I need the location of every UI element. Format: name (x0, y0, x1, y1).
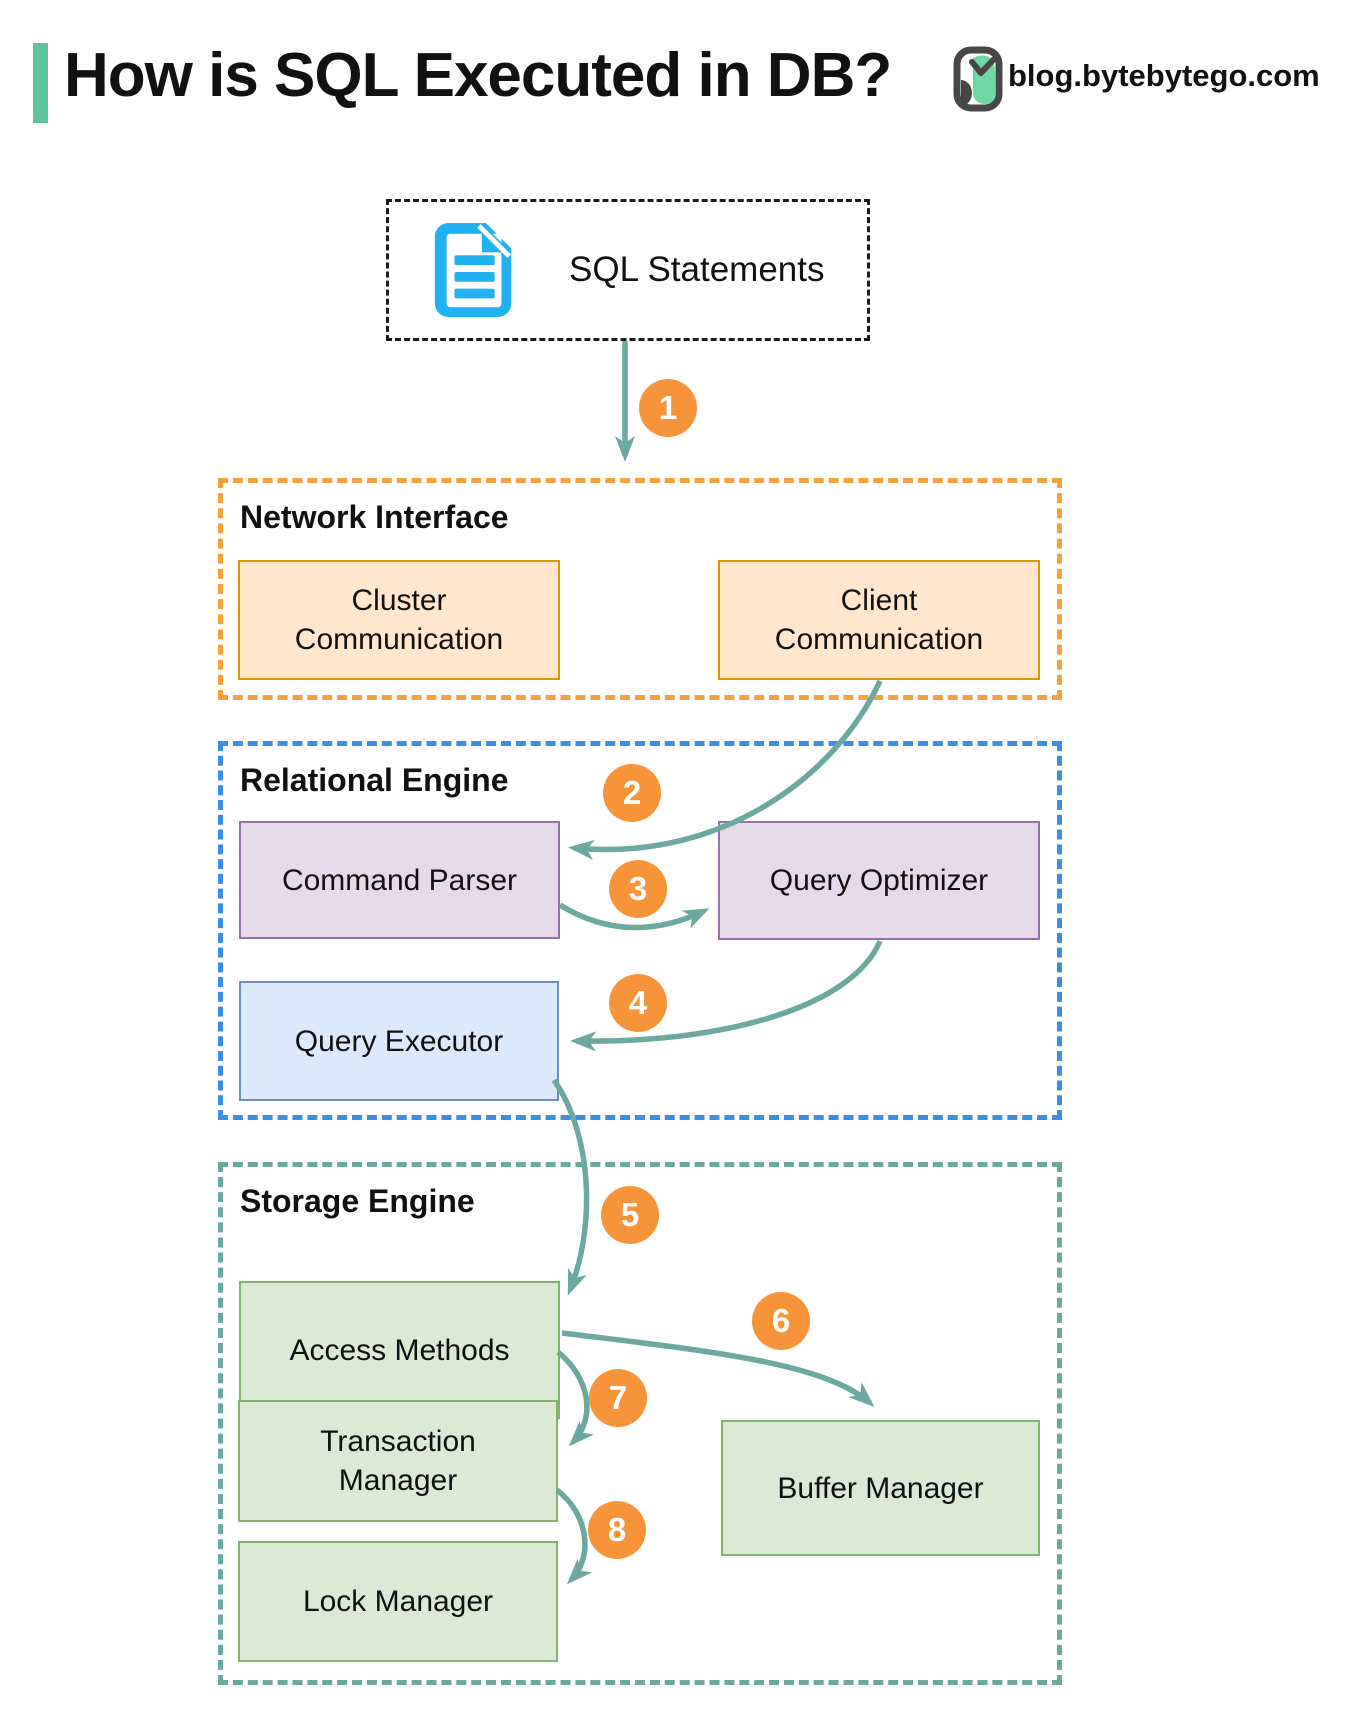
storage-engine-title: Storage Engine (240, 1183, 475, 1219)
node-command-parser: Command Parser (239, 821, 560, 939)
step-badge-1: 1 (639, 379, 697, 437)
node-transaction-manager: Transaction Manager (238, 1400, 558, 1522)
bytebytego-logo-icon (953, 46, 1003, 112)
node-client-communication: Client Communication (718, 560, 1040, 680)
sql-statements-label: SQL Statements (569, 250, 825, 289)
node-label: Cluster Communication (294, 584, 504, 656)
relational-engine-title: Relational Engine (240, 762, 509, 798)
node-label: Access Methods (289, 1333, 510, 1367)
node-label: Query Optimizer (769, 864, 989, 897)
node-lock-manager: Lock Manager (238, 1541, 558, 1662)
node-cluster-communication: Cluster Communication (238, 560, 560, 680)
brand-text: blog.bytebytego.com (1008, 58, 1320, 93)
document-icon (434, 222, 512, 318)
step-badge-7: 7 (589, 1369, 647, 1427)
step-badge-3: 3 (609, 860, 667, 918)
sql-statements-box: SQL Statements (386, 199, 870, 341)
node-buffer-manager: Buffer Manager (721, 1420, 1040, 1556)
node-access-methods: Access Methods (239, 1281, 560, 1419)
step-badge-8: 8 (588, 1501, 646, 1559)
node-label: Lock Manager (302, 1585, 494, 1618)
node-label: Command Parser (281, 863, 518, 897)
page-title: How is SQL Executed in DB? (64, 41, 892, 110)
step-badge-4: 4 (609, 974, 667, 1032)
step-badge-6: 6 (752, 1292, 810, 1350)
node-query-optimizer: Query Optimizer (718, 821, 1040, 940)
node-label: Transaction Manager (320, 1425, 476, 1497)
title-accent-bar (33, 43, 48, 123)
step-badge-5: 5 (601, 1186, 659, 1244)
node-label: Buffer Manager (777, 1471, 984, 1505)
node-query-executor: Query Executor (239, 981, 559, 1101)
node-label: Client Communication (774, 584, 984, 656)
network-interface-title: Network Interface (240, 499, 509, 535)
storage-engine-section: Storage Engine (218, 1162, 1062, 1685)
node-label: Query Executor (294, 1024, 504, 1058)
step-badge-2: 2 (603, 764, 661, 822)
